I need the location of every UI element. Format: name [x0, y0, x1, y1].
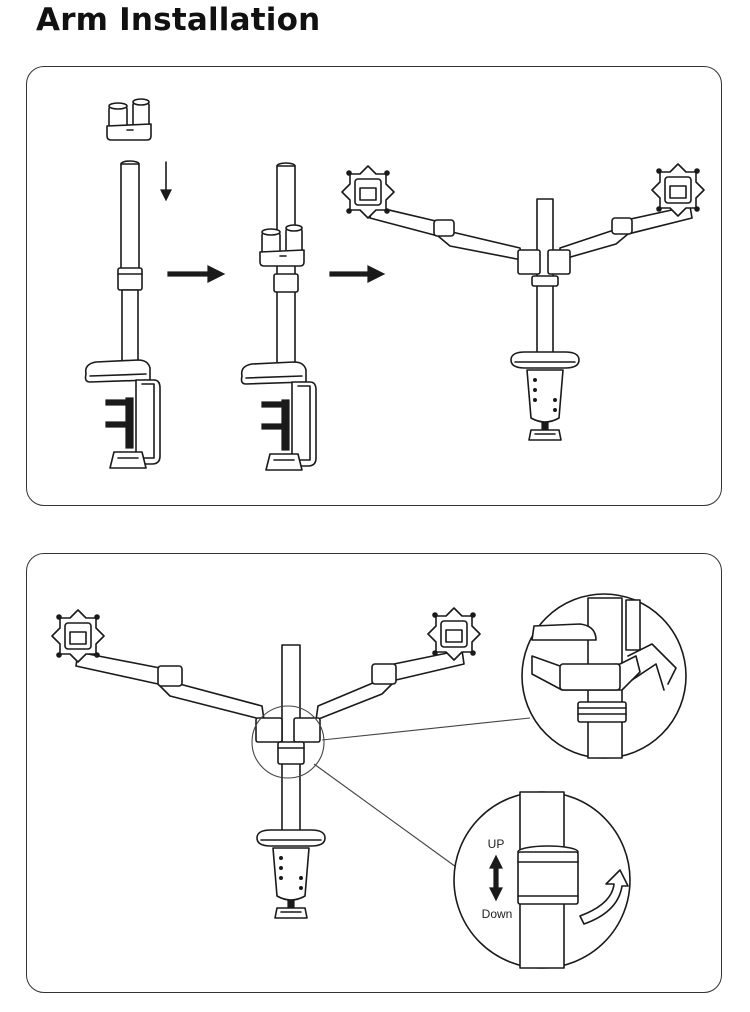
arrow-down-icon [160, 161, 172, 202]
up-label: UP [488, 837, 505, 851]
step-1-pole-clamp [84, 160, 161, 469]
curved-arrow-icon [579, 869, 629, 925]
page-title: Arm Installation [36, 2, 321, 38]
step-2-sleeve-mounted [240, 162, 317, 471]
zoom-detail-height-collar [453, 791, 631, 969]
arrow-right-icon [167, 265, 226, 283]
dual-arm-overview [51, 607, 481, 919]
step-3-dual-arm-assembly [341, 163, 705, 441]
arrow-right-icon [329, 265, 386, 283]
down-label: Down [482, 907, 513, 921]
zoom-detail-sleeve-lock [521, 593, 687, 759]
double-arrow-vertical-icon [489, 854, 503, 902]
detail-callout [251, 705, 531, 881]
arm-sleeve-unit [106, 98, 152, 141]
